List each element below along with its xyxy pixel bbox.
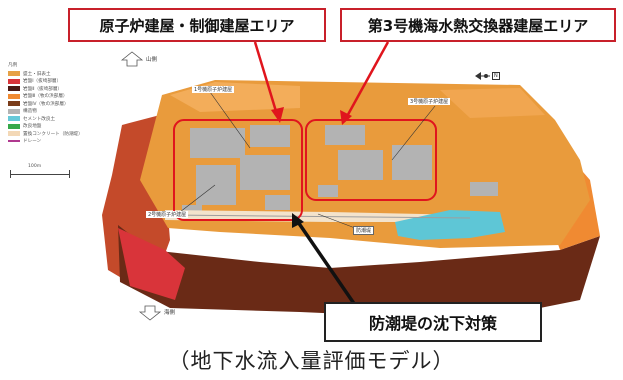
- leader-seawall: [317, 213, 356, 229]
- legend-item: 盛土・旧表土: [8, 70, 128, 78]
- legend-swatch: [8, 78, 20, 84]
- seawall-arrowhead: [292, 213, 304, 228]
- legend-item: 改良地盤: [8, 123, 128, 131]
- scale-label: 100m: [28, 164, 42, 169]
- seawall-label: 防潮堤: [353, 226, 375, 235]
- leader-unit3: [391, 105, 436, 161]
- reactor-arrow: [253, 41, 280, 119]
- seawall-measure-callout: 防潮堤の沈下対策: [324, 302, 542, 342]
- legend-label: 岩盤Ⅰ（抜崎部層）: [23, 79, 62, 85]
- structure: [392, 145, 432, 180]
- structure: [190, 128, 245, 158]
- legend-item: ドレーン: [8, 138, 128, 146]
- legend-swatch: [8, 93, 20, 99]
- figure-caption: （地下水流入量評価モデル）: [168, 349, 455, 373]
- legend-label: 岩盤Ⅲ（牧の浜部層）: [23, 94, 68, 100]
- legend-label: 置換コンクリート（防潮堤）: [23, 131, 83, 137]
- legend-label: ドレーン: [23, 139, 42, 145]
- legend-item: 置換コンクリート（防潮堤）: [8, 130, 128, 138]
- legend-item: 岩盤Ⅱ（抜崎部層）: [8, 85, 128, 93]
- structure: [196, 165, 236, 205]
- terrain-cliff-red: [118, 228, 185, 300]
- seawall-arrow: [296, 221, 357, 306]
- legend-label: 構造物: [23, 109, 37, 115]
- structure: [325, 125, 365, 145]
- legend-title: 凡例: [8, 63, 18, 68]
- legend-item: 岩盤Ⅳ（牧の浜部層）: [8, 100, 128, 108]
- drain-line: [169, 214, 471, 219]
- structure: [240, 155, 290, 190]
- north-label: N: [492, 72, 500, 80]
- unit3-label: 3号機原子炉建屋: [408, 98, 451, 105]
- unit2-label: 2号機原子炉建屋: [146, 211, 189, 218]
- reactor-arrowhead: [271, 107, 284, 123]
- terrain-cliff-front: [118, 225, 600, 320]
- hx-arrow: [343, 41, 390, 121]
- legend-swatch: [8, 131, 20, 137]
- legend-item: 岩盤Ⅰ（抜崎部層）: [8, 78, 128, 86]
- legend-swatch: [8, 108, 20, 114]
- unit1-label: 1号機原子炉建屋: [192, 86, 235, 93]
- legend-swatch: [8, 123, 20, 129]
- legend-item: セメント改良土: [8, 115, 128, 123]
- reactor-area-box: [173, 119, 303, 221]
- legend-swatch: [8, 116, 20, 122]
- leader-unit1: [209, 91, 251, 149]
- legend-label: セメント改良土: [23, 116, 56, 122]
- sea-side-label: 海側: [164, 310, 176, 316]
- hx-arrowhead: [340, 110, 352, 125]
- mountain-side-label: 山側: [146, 57, 158, 63]
- legend-swatch: [8, 140, 20, 143]
- hx-area-callout: 第3号機海水熱交換器建屋エリア: [340, 8, 616, 42]
- legend-label: 盛土・旧表土: [23, 71, 51, 77]
- structure: [470, 182, 498, 196]
- north-arrow-dot: [484, 74, 488, 78]
- reactor-area-callout: 原子炉建屋・制御建屋エリア: [68, 8, 326, 42]
- legend-item: 岩盤Ⅲ（牧の浜部層）: [8, 93, 128, 101]
- sea-arrow-icon: [138, 305, 162, 321]
- leader-unit2: [179, 184, 216, 213]
- legend-label: 岩盤Ⅳ（牧の浜部層）: [23, 101, 69, 107]
- mountain-arrow-icon: [120, 51, 144, 67]
- structure: [318, 185, 338, 197]
- hx-area-box: [305, 119, 437, 201]
- legend-item: 構造物: [8, 108, 128, 116]
- legend: 凡例 盛土・旧表土 岩盤Ⅰ（抜崎部層） 岩盤Ⅱ（抜崎部層） 岩盤Ⅲ（牧の浜部層）…: [8, 62, 128, 145]
- terrain-rear-hill-right: [440, 88, 545, 118]
- legend-swatch: [8, 101, 20, 107]
- legend-label: 改良地盤: [23, 124, 42, 130]
- legend-label: 岩盤Ⅱ（抜崎部層）: [23, 86, 63, 92]
- scale-bar: 100m: [10, 164, 70, 178]
- structure: [265, 195, 290, 210]
- legend-swatch: [8, 71, 20, 77]
- structure: [338, 150, 383, 180]
- structure: [250, 125, 290, 147]
- legend-swatch: [8, 86, 20, 92]
